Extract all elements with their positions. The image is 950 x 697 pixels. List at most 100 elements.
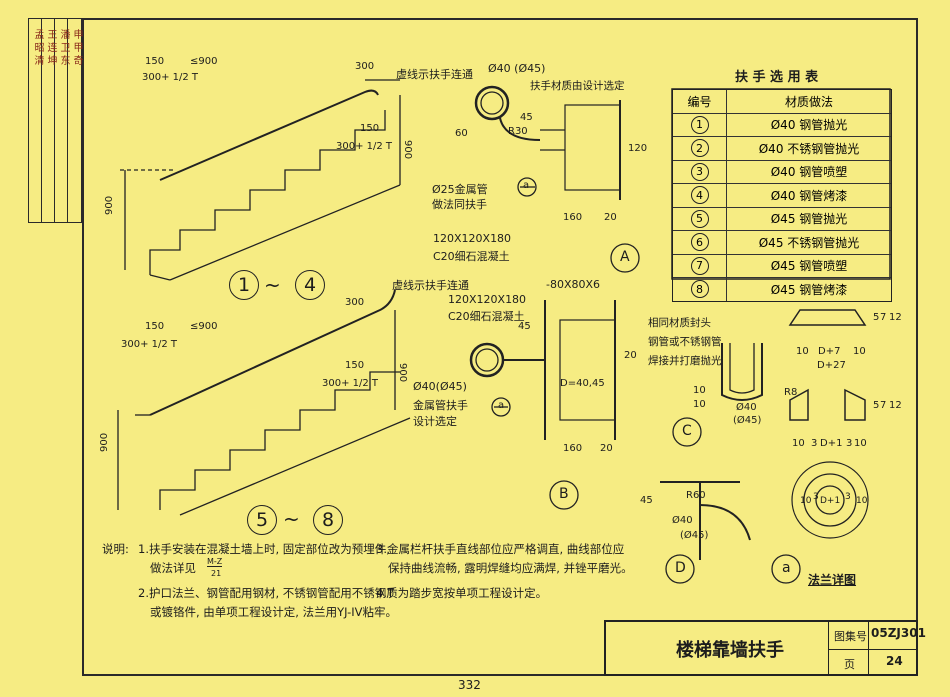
table-row: 7 Ø45 钢管喷塑 [673,254,891,278]
handrail-bottom [149,289,396,416]
fl-dim-11: 10 [792,438,805,449]
detail-d-label: D [675,560,686,576]
range-from-2: 5 [247,505,277,535]
fl-dim-19: 3 [845,492,851,502]
range-sep-1: ~ [264,273,281,297]
d-dim-45b: (Ø45) [680,530,709,541]
c-dim-40: Ø40 [736,402,757,413]
fl-dim-15: 10 [854,438,867,449]
strip-text-1: 孟 昭 清 [32,29,43,66]
row-mat: Ø40 钢管抛光 [770,118,848,133]
row-mat: Ø40 钢管喷塑 [770,165,848,180]
end-cap-c [721,343,763,401]
range-sep-2: ~ [283,507,300,531]
fl-dim-6: 7 [880,312,887,323]
row-num: 3 [690,162,709,181]
fl-dim-14: 3 [846,438,853,449]
note-3: 3.金属栏杆扶手直线部位应严格调直, 曲线部位应 [376,542,625,556]
dim-150-bot2: 150 [345,360,364,371]
table-row: 1 Ø40 钢管抛光 [673,113,891,137]
dim-900-left: 900 [104,196,115,215]
note-2: 2.护口法兰、钢管配用钢材, 不锈钢管配用不锈钢质 [138,586,398,600]
c-dim-45: (Ø45) [733,415,762,426]
a-block2: C20细石混凝土 [433,250,510,263]
fl-dim-4: D+27 [817,360,846,371]
fl-dim-10: 12 [889,400,902,411]
d-dim-40: Ø40 [672,515,693,526]
range-from-1: 1 [229,270,259,300]
a-dim-r30: R30 [508,126,528,137]
dim-900-right: 900 [402,140,413,159]
fl-dim-12: 3 [811,438,818,449]
page-number: 332 [458,678,481,692]
a-flange-ref: a [523,180,530,191]
fl-dim-20: 10 [856,496,868,506]
dim-300-bot: 300 [345,297,364,308]
stair-underside-top [169,184,401,281]
dim-900-top: ≤900 [190,56,217,67]
note-1: 1.扶手安装在混凝土墙上时, 固定部位改为预埋件, [138,542,390,556]
note-dashed-a: 虚线示扶手连通 [396,68,473,81]
range-to-1: 4 [295,270,325,300]
note-1b: 做法详见 [150,561,196,575]
detail-c-label: C [682,423,692,439]
fl-dim-5: 5 [873,312,880,323]
stair-profile-bottom [159,371,400,510]
dim-300t-bot: 300+ 1/2 T [121,339,178,350]
fl-dim-9: 7 [880,400,887,411]
wall-block-b [559,319,616,421]
pipe-section-a [474,85,510,121]
b-dim-45: 45 [518,321,531,332]
row-num: 8 [690,280,709,299]
set-value: 05ZJ301 [871,626,926,640]
c-dim-10a: 10 [693,385,706,396]
handrail-top [159,89,379,181]
dim-300t-b: 300+ 1/2 T [336,141,393,152]
dim-150-b: 150 [360,123,379,134]
strip-text-4: 申 甲 奇 [71,29,82,66]
c-note2: 钢管或不锈钢管 [648,336,722,348]
a-pipe: Ø40 (Ø45) [488,62,546,75]
dim-900-right-bot: 900 [397,363,408,382]
row-num: 1 [690,115,709,134]
b-plate: -80X80X6 [546,278,601,291]
b-block: 120X120X180 [448,293,527,306]
note-1-ref-top: M-Z [207,557,223,567]
fl-dim-17: 3 [813,492,819,502]
a-pipe2-note: 做法同扶手 [432,198,487,211]
detail-a-label: A [620,249,630,265]
dim-300t-bot2: 300+ 1/2 T [322,378,379,389]
fl-dim-16: 10 [800,496,812,506]
flange-title: 法兰详图 [808,573,857,587]
table-title: 扶 手 选 用 表 [735,70,819,85]
d-dim-r60: R60 [686,490,706,501]
row-mat: Ø45 钢管烤漆 [770,282,848,297]
stair-profile-top [149,110,386,275]
row-num: 5 [690,209,709,228]
stair-underside-bottom [179,417,411,516]
row-num: 6 [690,233,709,252]
c-note1: 相同材质封头 [648,317,711,329]
b-dim-20b: 20 [600,443,613,454]
b-dim-160: 160 [563,443,583,454]
b-pipe-note2: 设计选定 [413,415,457,428]
row-mat: Ø40 不锈钢管抛光 [758,141,860,156]
flange-label: a [782,560,791,576]
table-row: 3 Ø40 钢管喷塑 [673,160,891,184]
note-3b: 保持曲线流畅, 露明焊缝均应满焊, 并锉平磨光。 [388,561,633,575]
row-mat: Ø40 钢管烤漆 [770,188,848,203]
a-pipe2: Ø25金属管 [432,183,488,196]
header-mat: 材质做法 [784,94,833,109]
detail-b-label: B [559,486,569,502]
fl-dim-8: 5 [873,400,880,411]
row-mat: Ø45 钢管喷塑 [770,259,848,274]
approval-strip: 孟 昭 清 王 连 坤 潘 卫 东 申 甲 奇 [28,18,82,223]
row-num: 7 [690,256,709,275]
dim-150-bot: 150 [145,321,164,332]
note-dashed-b: 虚线示扶手连通 [392,279,469,292]
